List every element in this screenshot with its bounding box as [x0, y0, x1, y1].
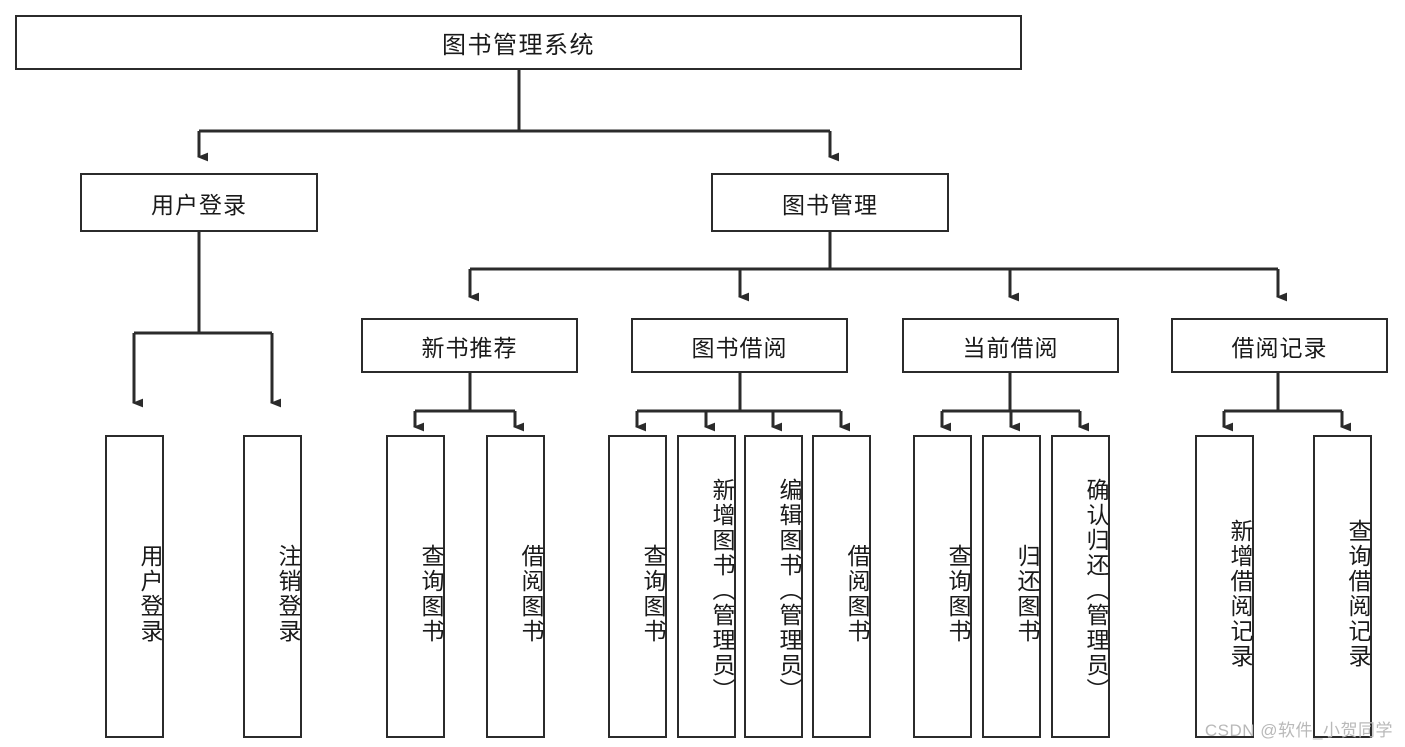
node-book-borrow[interactable]: 图书借阅 — [631, 318, 848, 373]
leaf-add-book-admin[interactable]: 新增图书（管理员） — [677, 435, 736, 738]
leaf-confirm-return-admin[interactable]: 确认归还（管理员） — [1051, 435, 1110, 738]
node-label: 用户登录 — [137, 543, 163, 644]
node-label: 图书借阅 — [691, 334, 788, 361]
node-borrow-record[interactable]: 借阅记录 — [1171, 318, 1388, 373]
node-label: 编辑图书（管理员） — [776, 478, 802, 703]
leaf-user-logout[interactable]: 注销登录 — [243, 435, 302, 738]
node-label: 图书管理系统 — [442, 32, 595, 59]
node-label: 当前借阅 — [962, 334, 1059, 361]
node-label: 新增借阅记录 — [1227, 518, 1253, 669]
node-label: 借阅图书 — [844, 543, 870, 644]
leaf-borrow-book-recommend[interactable]: 借阅图书 — [486, 435, 545, 738]
leaf-query-borrow-record[interactable]: 查询借阅记录 — [1313, 435, 1372, 738]
node-label: 查询借阅记录 — [1345, 518, 1371, 669]
node-user-login[interactable]: 用户登录 — [80, 173, 318, 232]
node-label: 查询图书 — [640, 543, 666, 644]
node-book-management[interactable]: 图书管理 — [711, 173, 949, 232]
node-label: 查询图书 — [418, 543, 444, 644]
node-current-borrow[interactable]: 当前借阅 — [902, 318, 1119, 373]
leaf-add-borrow-record[interactable]: 新增借阅记录 — [1195, 435, 1254, 738]
leaf-return-book[interactable]: 归还图书 — [982, 435, 1041, 738]
leaf-query-book-borrow[interactable]: 查询图书 — [608, 435, 667, 738]
leaf-query-book-current[interactable]: 查询图书 — [913, 435, 972, 738]
node-label: 新增图书（管理员） — [709, 478, 735, 703]
node-root-system[interactable]: 图书管理系统 — [15, 15, 1022, 70]
leaf-user-login[interactable]: 用户登录 — [105, 435, 164, 738]
leaf-borrow-book[interactable]: 借阅图书 — [812, 435, 871, 738]
node-label: 查询图书 — [945, 543, 971, 644]
node-label: 注销登录 — [275, 543, 301, 644]
watermark: CSDN @软件_小贺同学 — [1204, 721, 1393, 740]
node-label: 图书管理 — [782, 191, 878, 218]
node-label: 借阅记录 — [1231, 334, 1328, 361]
node-label: 归还图书 — [1014, 543, 1040, 644]
node-new-book-recommend[interactable]: 新书推荐 — [361, 318, 578, 373]
node-label: 借阅图书 — [518, 543, 544, 644]
node-label: 确认归还（管理员） — [1083, 478, 1109, 703]
node-label: 用户登录 — [151, 191, 247, 218]
node-label: 新书推荐 — [421, 334, 518, 361]
leaf-query-book-recommend[interactable]: 查询图书 — [386, 435, 445, 738]
leaf-edit-book-admin[interactable]: 编辑图书（管理员） — [744, 435, 803, 738]
